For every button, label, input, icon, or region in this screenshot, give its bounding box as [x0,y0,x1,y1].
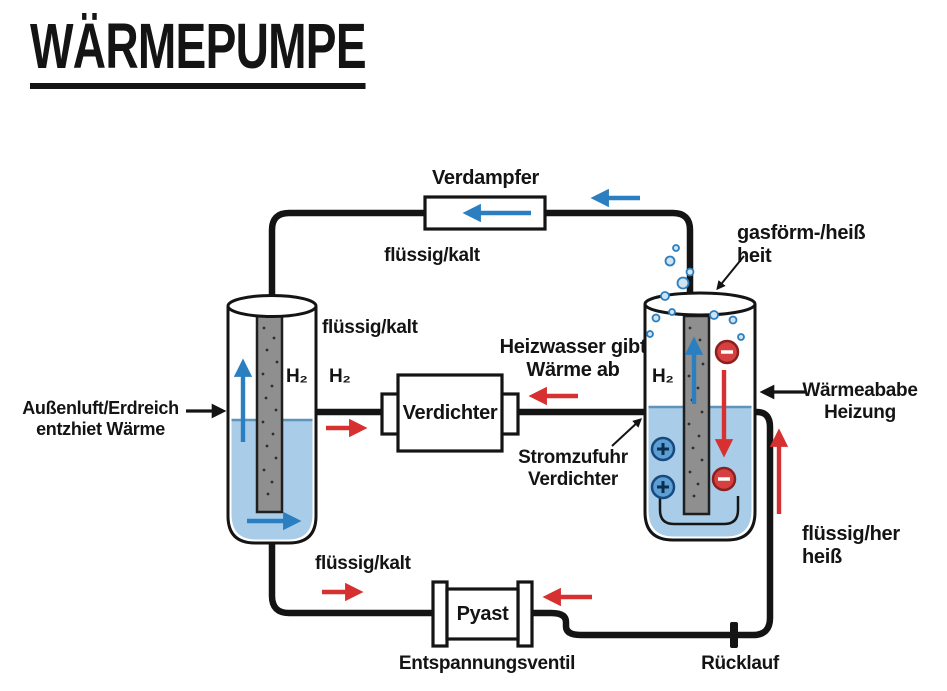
pipe-top-loop [268,209,694,316]
verdichter-label: Verdichter [402,401,498,424]
minus-ion-bottom-icon [711,466,737,492]
h2-right-label: H₂ [652,366,674,387]
fluessig-heiss-label: flüssig/her heiß [802,523,900,568]
left-cylinder [226,294,318,545]
entspannungsventil-label: Entspannungsventil [398,653,576,674]
page-title: WÄRMEPUMPE [30,14,367,89]
fluessig-kalt-bottom-label: flüssig/kalt [315,553,411,574]
bubbles [646,244,745,341]
verdampfer-label: Verdampfer [431,167,540,189]
h2-mid-label: H₂ [329,366,351,387]
gasfoermig-label: gasförm-/heiß heit [737,222,866,267]
pipe-right-return [526,408,774,639]
valve-plate-left [431,580,449,648]
right-inner-vessel [658,496,740,526]
stromzufuhr-pointer-icon [611,418,643,447]
waermeabgabe-label: Wärmeababe Heizung [802,380,918,423]
ruecklauf-label: Rücklauf [701,653,779,674]
left-cylinder-top [226,294,318,318]
valve-box [445,587,520,641]
valve-label: Pyast [456,602,509,625]
heizwasser-label: Heizwasser gibt Wärme ab [499,336,647,381]
stromzufuhr-label: Stromzufuhr Verdichter [518,447,628,490]
left-cylinder-rod [255,314,284,514]
plus-ion-bottom-icon [650,474,676,500]
fluessig-kalt-mid-label: flüssig/kalt [322,317,418,338]
gasfoermig-pointer-icon [716,255,745,291]
right-cylinder [643,244,757,542]
plus-ion-top-icon [650,436,676,462]
verdichter-unit [380,373,520,453]
ruecklauf-tick [730,622,738,648]
valve-plate-right [516,580,534,648]
h2-left-label: H₂ [286,366,308,387]
pipe-bottom-left [268,531,451,617]
minus-ion-top-icon [714,339,740,365]
expansion-valve [431,580,534,648]
left-rod-speckles [261,326,279,496]
aussenluft-label: Außenluft/Erdreich entzhiet Wärme [22,398,179,439]
verdichter-box [396,373,504,453]
fluessig-kalt-top-label: flüssig/kalt [384,245,480,266]
right-cylinder-rod [682,314,711,516]
